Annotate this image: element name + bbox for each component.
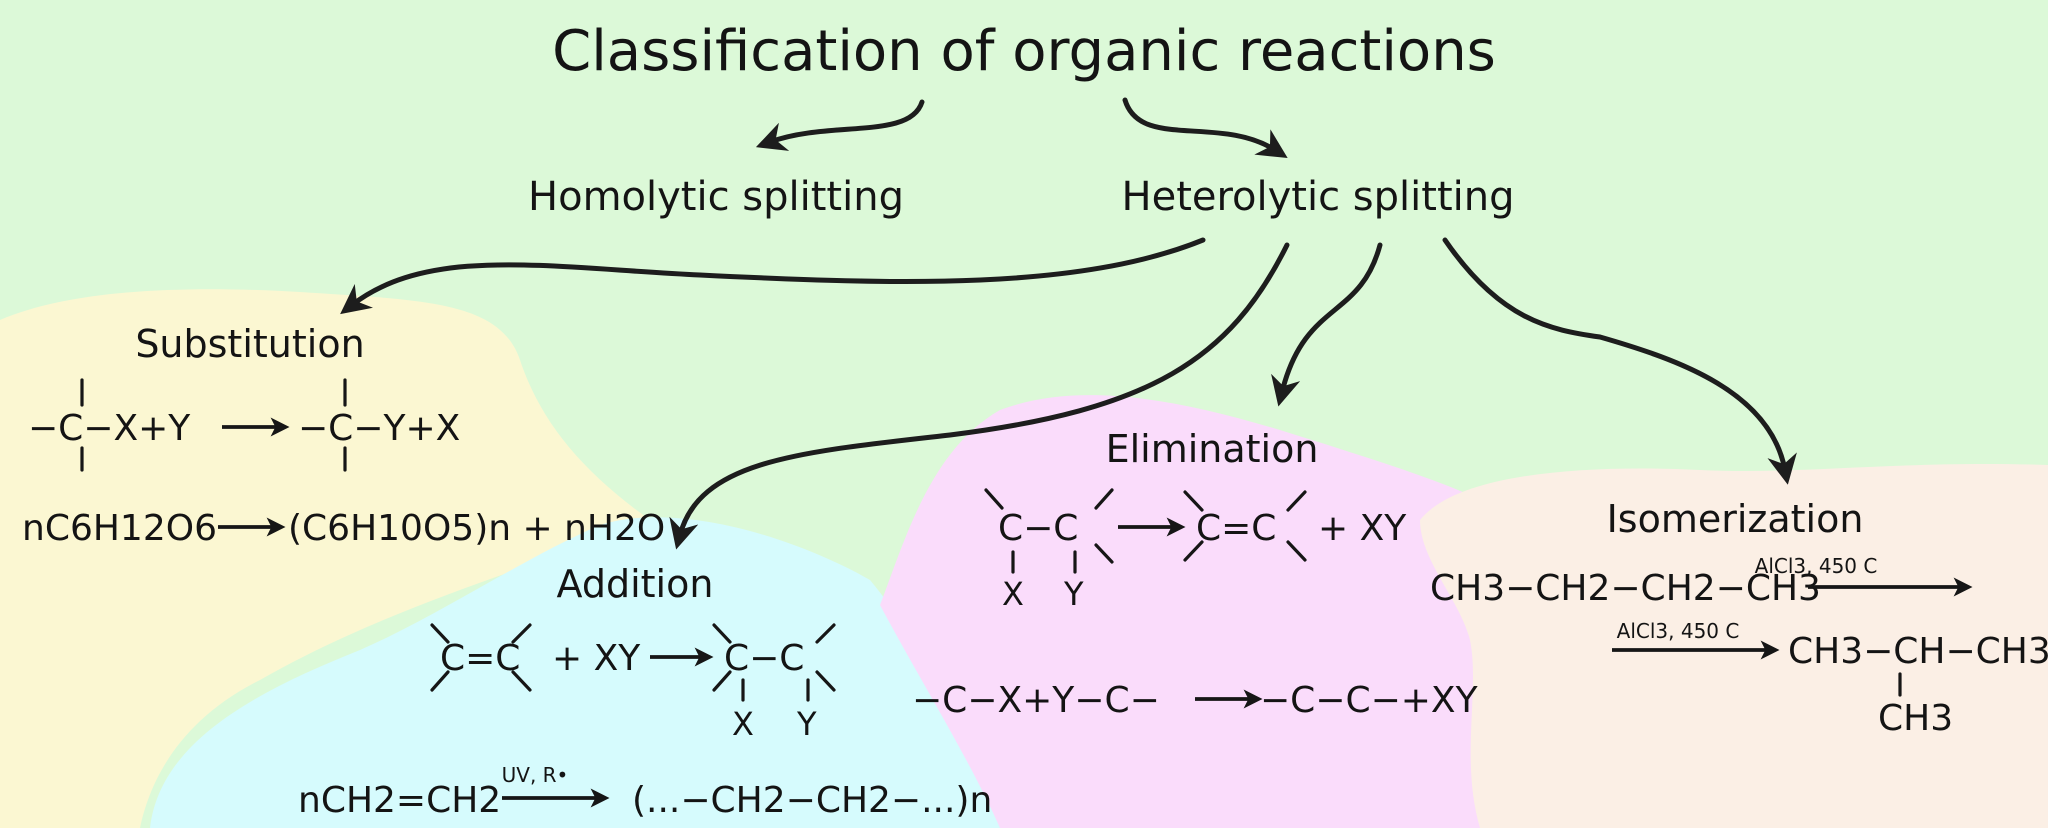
bond-diag	[712, 670, 732, 692]
addition-equation-1: C=C + XY C−C X Y	[430, 623, 836, 743]
elimination-equation-1: C−C X Y C=C + XY	[984, 488, 1407, 613]
substitution-label: Substitution	[135, 322, 364, 366]
bond-diag	[430, 670, 450, 692]
substitution-eq1-left: −C−X+Y	[28, 408, 191, 449]
addition-equation-2: nCH2=CH2 UV, R• (...−CH2−CH2−...)n	[298, 763, 992, 821]
homolytic-splitting-label: Homolytic splitting	[528, 174, 904, 220]
addition-eq1-right: C−C	[724, 638, 804, 679]
substitution-equation-1: −C−X+Y −C−Y+X	[28, 378, 460, 472]
arrow-to-substitution	[340, 237, 1206, 315]
substitution-eq1-right: −C−Y+X	[298, 408, 460, 449]
elimination-region	[880, 395, 1520, 828]
bond-diag	[712, 623, 732, 644]
isomerization-condition-2: AlCl3, 450 C	[1617, 619, 1740, 643]
elimination-eq1-right: C=C	[1196, 508, 1276, 549]
bond-diag	[1286, 490, 1307, 512]
isomerization-label: Isomerization	[1607, 497, 1864, 541]
heterolytic-splitting-label: Heterolytic splitting	[1122, 174, 1515, 220]
substitution-region	[0, 289, 650, 828]
isomerization-condition-1: AlCl3, 450 C	[1755, 554, 1878, 578]
isomerization-branch: CH3	[1878, 698, 1953, 739]
bond-diag	[1094, 543, 1114, 564]
isomerization-region	[1420, 463, 2048, 828]
addition-eq2-condition: UV, R•	[502, 763, 569, 787]
addition-eq1-sub-right: Y	[796, 705, 817, 743]
bond-diag	[511, 670, 532, 692]
addition-eq1-plus: + XY	[552, 638, 641, 679]
arrow-to-homolytic	[755, 99, 925, 151]
bond-diag	[984, 488, 1004, 510]
addition-eq1-left: C=C	[440, 638, 520, 679]
substitution-equation-2: nC6H12O6 (C6H10O5)n + nH2O	[22, 508, 665, 549]
diagram-title: Classification of organic reactions	[552, 19, 1496, 84]
bond-diag	[1286, 540, 1307, 562]
elimination-eq1-plus: + XY	[1318, 508, 1407, 549]
substitution-eq2-left: nC6H12O6	[22, 508, 217, 549]
elimination-eq2-left: −C−X+Y−C−	[912, 680, 1160, 721]
addition-eq2-right: (...−CH2−CH2−...)n	[632, 780, 992, 821]
substitution-eq2-right: (C6H10O5)n + nH2O	[288, 508, 665, 549]
bond-diag	[815, 670, 836, 692]
elimination-label: Elimination	[1106, 427, 1319, 471]
elimination-equation-2: −C−X+Y−C− −C−C−+XY	[912, 680, 1479, 721]
isomerization-product: CH3−CH−CH3	[1788, 631, 2048, 672]
bond-diag	[511, 623, 532, 644]
elimination-eq1-sub-left: X	[1002, 575, 1024, 613]
bond-diag	[815, 623, 836, 644]
bond-diag	[430, 623, 450, 644]
bond-diag	[1183, 490, 1204, 512]
isomerization-equation: CH3−CH2−CH2−CH3 AlCl3, 450 C AlCl3, 450 …	[1430, 554, 2048, 739]
addition-region	[150, 517, 1000, 828]
arrow-to-addition	[669, 242, 1290, 550]
elimination-eq1-left: C−C	[998, 508, 1078, 549]
elimination-eq1-sub-right: Y	[1063, 575, 1084, 613]
arrow-to-elimination	[1271, 242, 1383, 407]
isomerization-reactant: CH3−CH2−CH2−CH3	[1430, 568, 1821, 609]
addition-eq2-left: nCH2=CH2	[298, 780, 501, 821]
elimination-eq2-right: −C−C−+XY	[1260, 680, 1479, 721]
bond-diag	[1094, 488, 1114, 510]
addition-eq1-sub-left: X	[732, 705, 754, 743]
addition-label: Addition	[557, 562, 714, 606]
bond-diag	[1183, 540, 1204, 562]
arrow-to-heterolytic	[1122, 97, 1288, 159]
arrow-to-isomerization	[1442, 237, 1797, 485]
